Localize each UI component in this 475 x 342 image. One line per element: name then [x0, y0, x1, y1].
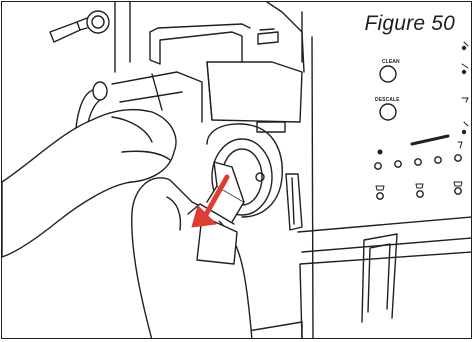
top-block	[258, 29, 278, 44]
steam-knob	[50, 11, 109, 42]
brew-group-housing	[112, 24, 302, 122]
descale-button-label: DESCALE	[375, 97, 400, 103]
right-hand	[132, 162, 252, 339]
espresso-machine-illustration	[2, 2, 472, 339]
clean-button-label: CLEAN	[382, 59, 400, 65]
figure-frame: Figure 50 CLEAN DESCALE	[1, 1, 472, 339]
figure-caption: Figure 50	[362, 12, 457, 36]
control-panel	[375, 42, 468, 199]
